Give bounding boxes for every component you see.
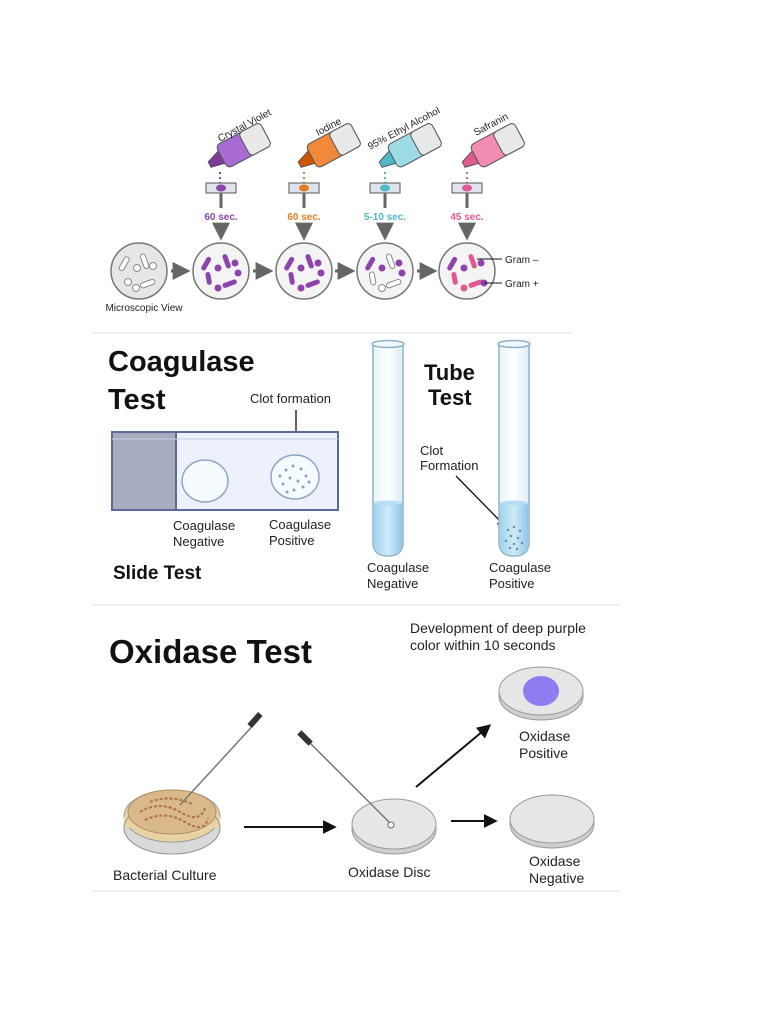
coagulase-title-line1: Coagulase — [108, 346, 255, 378]
bottle-iodine — [297, 123, 361, 168]
oxidase-negative-line1: Oxidase — [529, 853, 581, 869]
gram-positive-label: Gram + — [505, 279, 539, 290]
microscope-view-safranin — [438, 242, 496, 300]
microscope-view-crystal-violet — [192, 242, 250, 300]
tube-clot-line1: Clot — [420, 443, 444, 458]
time-safranin: 45 sec. — [450, 212, 484, 223]
oxidase-negative-line2: Negative — [529, 870, 584, 886]
oxidase-disc-label: Oxidase Disc — [348, 864, 430, 880]
bottle-safranin — [461, 123, 525, 168]
oxidase-positive-line1: Oxidase — [519, 728, 571, 744]
tube-test-title-line2: Test — [428, 385, 472, 410]
oxidase-disc — [351, 798, 437, 855]
coagulase-panel: Coagulase Test Clot formation Coagulase … — [108, 339, 551, 591]
tube-positive — [497, 339, 531, 557]
coagulase-positive-drop — [270, 454, 320, 500]
tube-negative — [371, 339, 405, 557]
tube-test-title-line1: Tube — [424, 360, 475, 385]
bottle-crystal-violet — [207, 123, 271, 168]
tube-negative-line1: Coagulase — [367, 560, 429, 575]
tube-positive-line1: Coagulase — [489, 560, 551, 575]
microscope-view-iodine — [275, 242, 333, 300]
oxidase-positive-line2: Positive — [519, 745, 568, 761]
coagulase-negative-drop — [181, 459, 229, 503]
gram-negative-label: Gram – — [505, 255, 539, 266]
petri-dish — [123, 789, 221, 855]
microscopic-view-label: Microscopic View — [105, 303, 183, 314]
bottle-ethyl-alcohol — [378, 123, 442, 168]
coagulase-title-line2: Test — [108, 384, 166, 416]
tube-negative-line2: Negative — [367, 576, 418, 591]
inoculation-loop-culture — [179, 712, 263, 806]
oxidase-note-line2: color within 10 seconds — [410, 637, 556, 653]
slide-crystal-violet — [205, 182, 237, 194]
tube-clot-arrow — [455, 475, 507, 528]
oxidase-negative-disc — [509, 794, 595, 849]
oxidase-positive-disc — [498, 666, 584, 721]
slide-ethyl-alcohol — [369, 182, 401, 194]
slide-positive-line1: Coagulase — [269, 517, 331, 532]
slide-test-label: Slide Test — [113, 563, 202, 584]
clot-formation-label: Clot formation — [250, 391, 331, 406]
oxidase-panel: Oxidase Test Development of deep purple … — [109, 620, 595, 886]
bacterial-culture-label: Bacterial Culture — [113, 867, 217, 883]
time-crystal-violet: 60 sec. — [204, 212, 238, 223]
slide-iodine — [288, 182, 320, 194]
inoculation-loop-disc — [297, 730, 390, 823]
slide-negative-line1: Coagulase — [173, 518, 235, 533]
time-iodine: 60 sec. — [287, 212, 321, 223]
slide-positive-line2: Positive — [269, 533, 315, 548]
slide-negative-line2: Negative — [173, 534, 224, 549]
gram-stain-panel: Crystal Violet Iodine 95% Ethyl Alcohol … — [105, 105, 538, 314]
slide-safranin — [451, 182, 483, 194]
microscope-view-unstained — [110, 242, 168, 300]
tube-positive-line2: Positive — [489, 576, 535, 591]
time-ethyl-alcohol: 5-10 sec. — [364, 212, 406, 223]
oxidase-note-line1: Development of deep purple — [410, 620, 586, 636]
to-positive-arrow — [415, 724, 492, 788]
oxidase-title: Oxidase Test — [109, 633, 312, 670]
microscope-view-alcohol — [356, 242, 414, 300]
tube-clot-line2: Formation — [420, 458, 479, 473]
